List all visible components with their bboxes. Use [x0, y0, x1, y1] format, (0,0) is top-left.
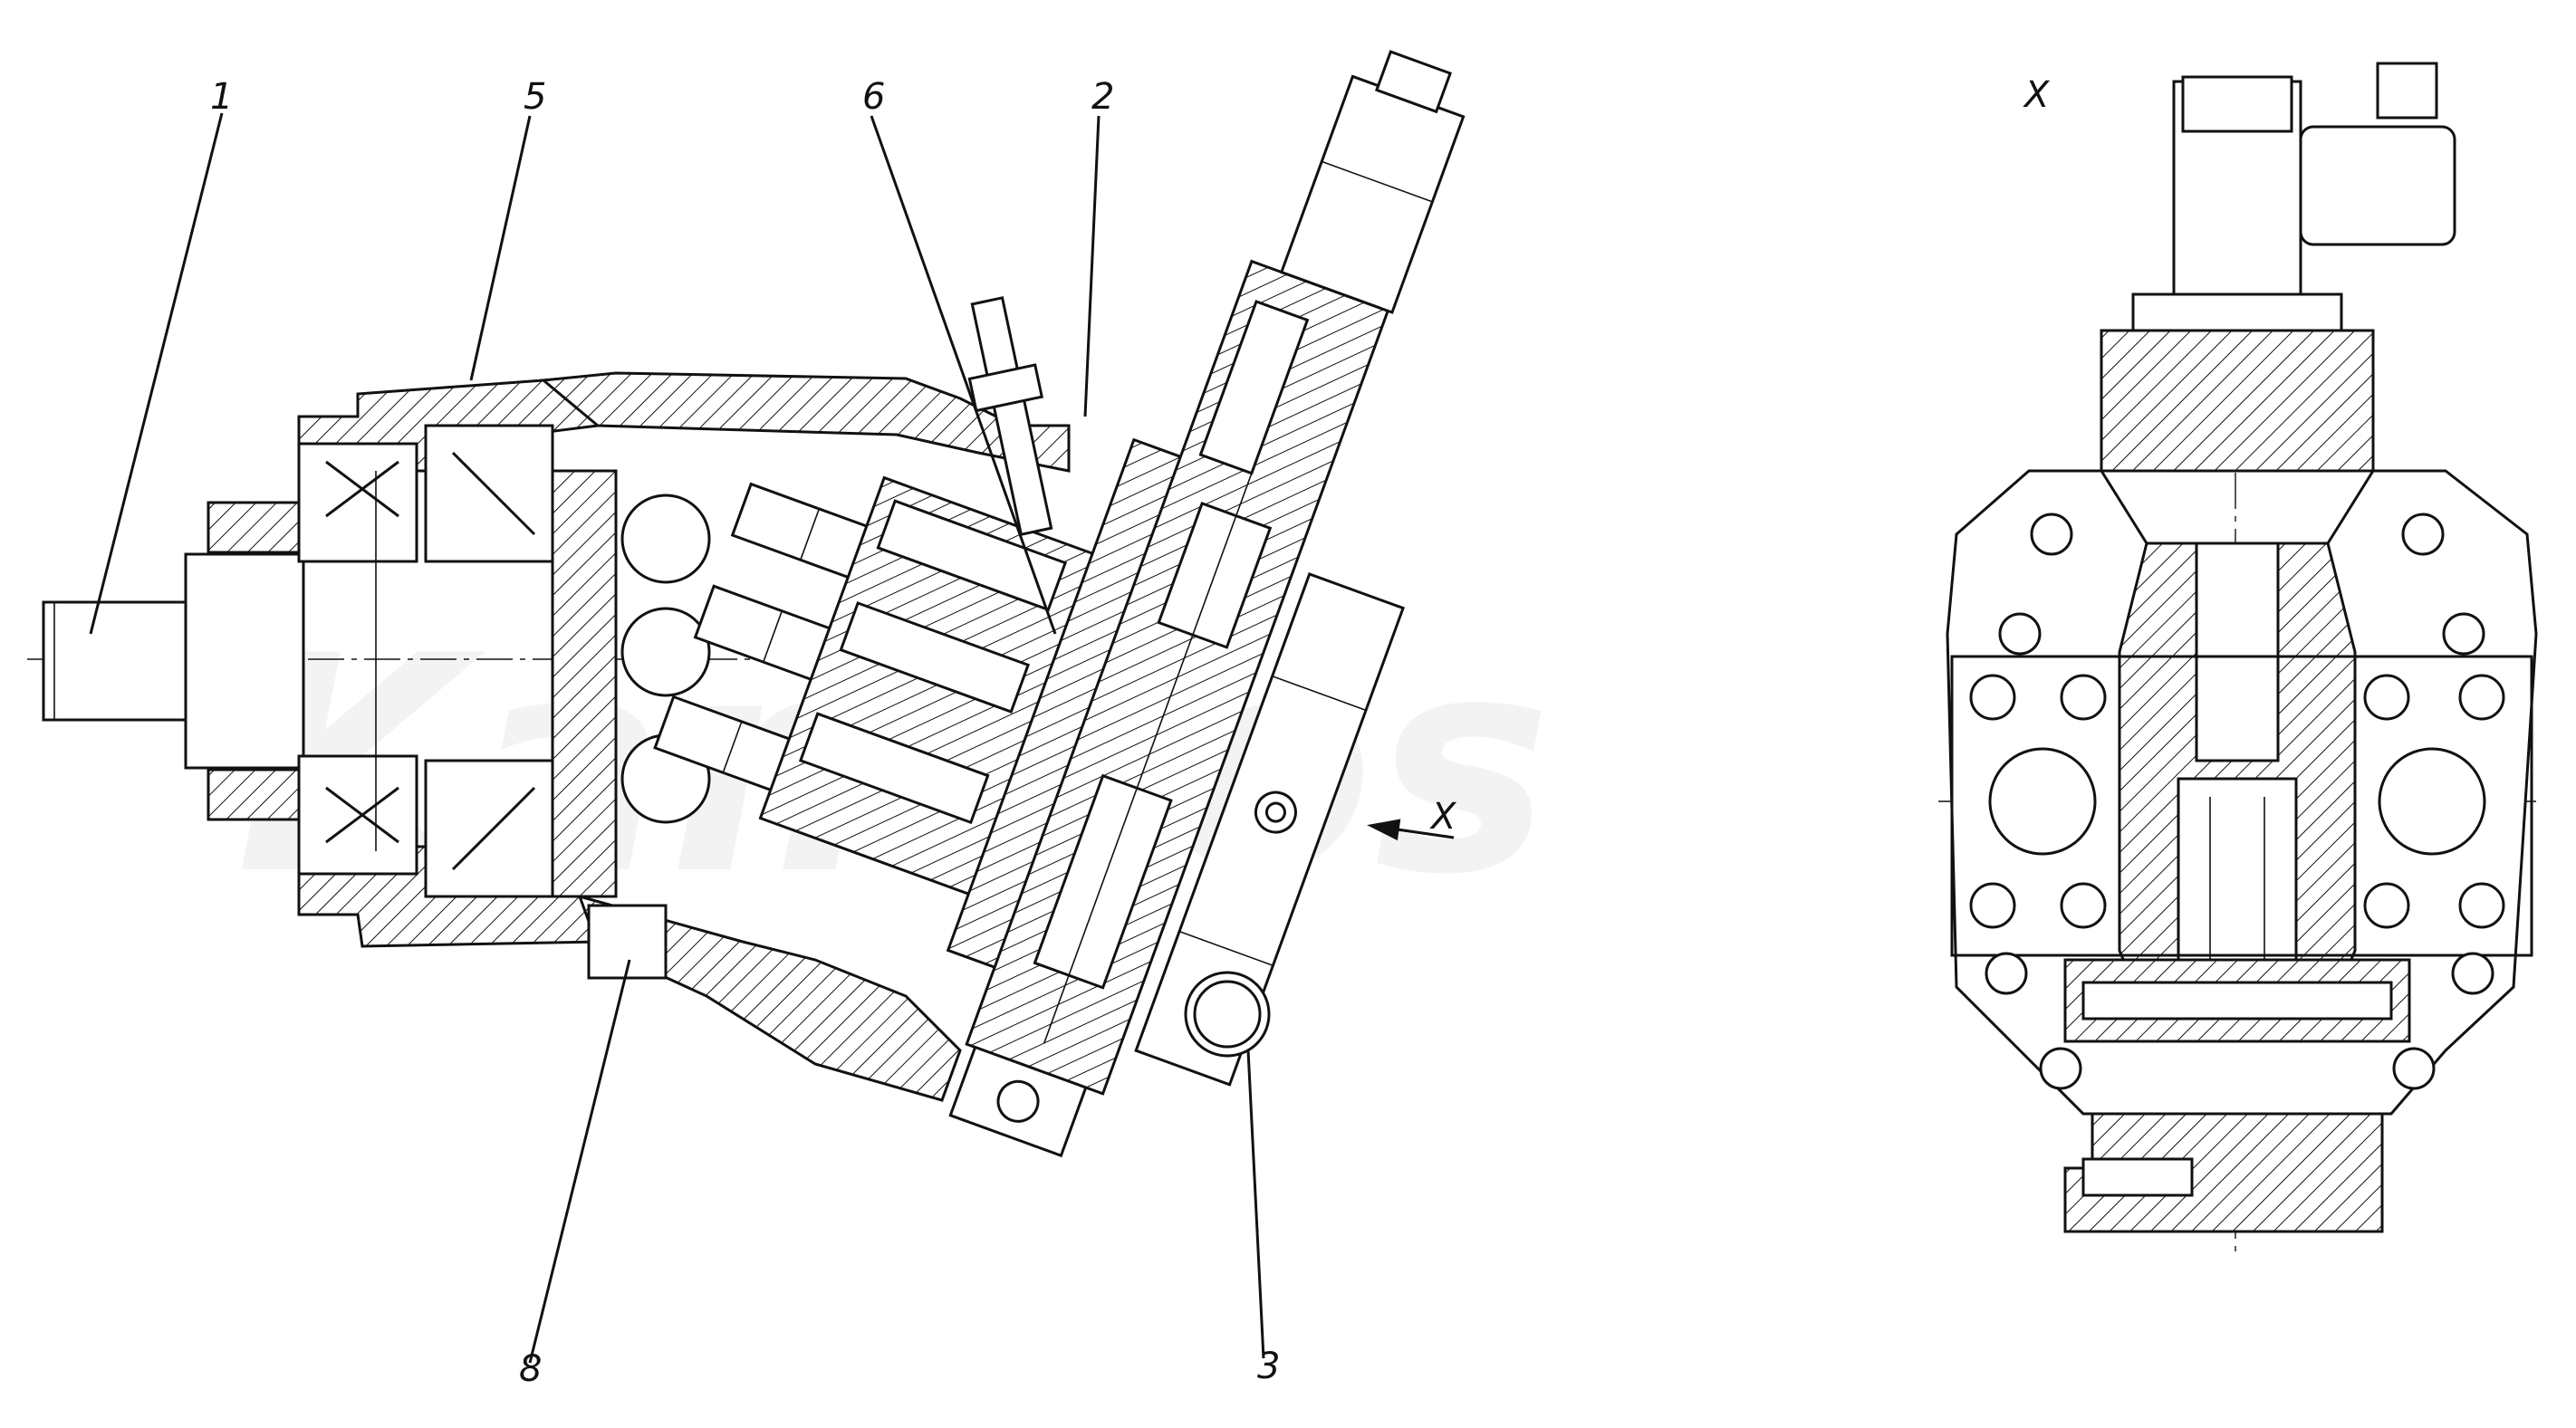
- view-arrow-label: X: [1429, 796, 1457, 838]
- port-block: [1134, 572, 1405, 1087]
- stud-bolt: [967, 296, 1053, 537]
- piston-ball-heads: [620, 494, 711, 824]
- drive-flange: [551, 469, 618, 898]
- leader-lines: [89, 112, 1265, 1364]
- bolt-holes: [1969, 513, 2505, 1090]
- tapered-roller-bearings: [297, 424, 554, 898]
- view-title: X: [2023, 74, 2051, 116]
- section-view: X 1 5 6 2 8 3: [27, 50, 1466, 1390]
- callout-1: 1: [210, 76, 233, 118]
- callout-2: 2: [1091, 76, 1114, 118]
- callout-8: 8: [519, 1348, 542, 1390]
- port-fitting: [1184, 971, 1271, 1058]
- solenoid-cap: [1375, 50, 1453, 114]
- motor-housing: [540, 371, 1071, 473]
- end-view-x: X: [1938, 62, 2538, 1259]
- callout-3: 3: [1257, 1346, 1280, 1387]
- connector-plug: [2299, 125, 2456, 246]
- callout-5: 5: [524, 76, 546, 118]
- view-arrow: [1367, 819, 1455, 841]
- callout-6: 6: [862, 76, 885, 118]
- shaft-collar: [184, 552, 305, 770]
- port-b: [2378, 747, 2486, 856]
- end-view-valve-block: [2100, 329, 2375, 473]
- control-unit: [948, 50, 1466, 1158]
- output-shaft: [42, 600, 195, 722]
- end-view-port-plate: [1950, 655, 2533, 957]
- port-a: [1988, 747, 2097, 856]
